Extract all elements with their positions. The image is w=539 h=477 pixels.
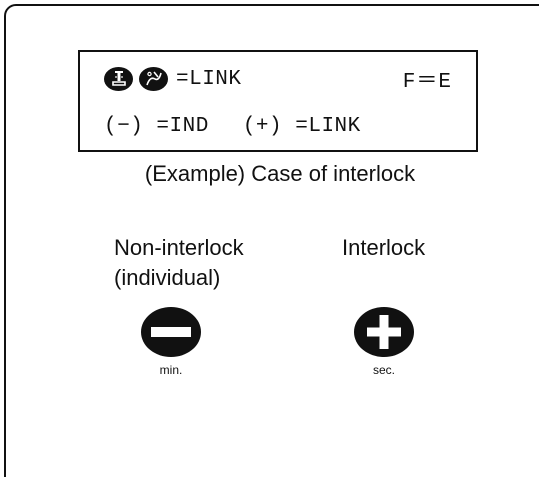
lcd-display: =LINK F＝E (−) =IND (+) =LINK (78, 50, 478, 152)
plus-button[interactable] (354, 307, 414, 357)
minus-button[interactable] (141, 307, 201, 357)
lcd-row-top: =LINK F＝E (104, 64, 452, 94)
plus-button-caption: sec. (372, 363, 395, 377)
plus-icon (367, 315, 401, 349)
thread-trimmer-icon (139, 67, 168, 91)
example-caption: (Example) Case of interlock (144, 161, 416, 186)
presser-foot-icon (104, 67, 133, 91)
minus-button-caption: min. (159, 363, 183, 377)
operation-panel: =LINK F＝E (−) =IND (+) =LINK (Example) C… (4, 4, 539, 477)
lcd-function-setting: F＝E (402, 71, 452, 94)
lcd-plus-link: (+) =LINK (242, 114, 361, 138)
interlock-label: Interlock (342, 235, 426, 260)
individual-label: (individual) (114, 265, 221, 290)
minus-icon (151, 327, 191, 337)
non-interlock-label: Non-interlock (114, 235, 244, 260)
lcd-link-setting: =LINK (176, 67, 242, 91)
lcd-minus-ind: (−) =IND (104, 114, 209, 138)
lcd-row-bottom: (−) =IND (+) =LINK (104, 111, 452, 141)
